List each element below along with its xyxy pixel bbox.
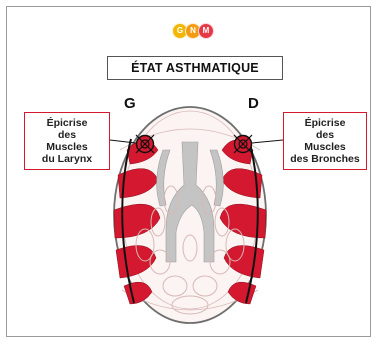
callout-left: Épicrise des Muscles du Larynx: [24, 112, 110, 170]
callout-right-line-4: des Bronches: [284, 153, 366, 165]
connector-right: [252, 140, 283, 143]
connector-left: [110, 140, 136, 143]
callout-right: Épicrise des Muscles des Bronches: [283, 112, 367, 170]
target-left-icon: [136, 135, 154, 153]
callout-right-line-3: Muscles: [284, 141, 366, 153]
callout-left-line-4: du Larynx: [25, 153, 109, 165]
callout-right-line-1: Épicrise: [284, 117, 366, 129]
callout-left-line-3: Muscles: [25, 141, 109, 153]
callout-left-line-1: Épicrise: [25, 117, 109, 129]
callout-left-line-2: des: [25, 129, 109, 141]
target-right-icon: [234, 135, 252, 153]
callout-right-line-2: des: [284, 129, 366, 141]
